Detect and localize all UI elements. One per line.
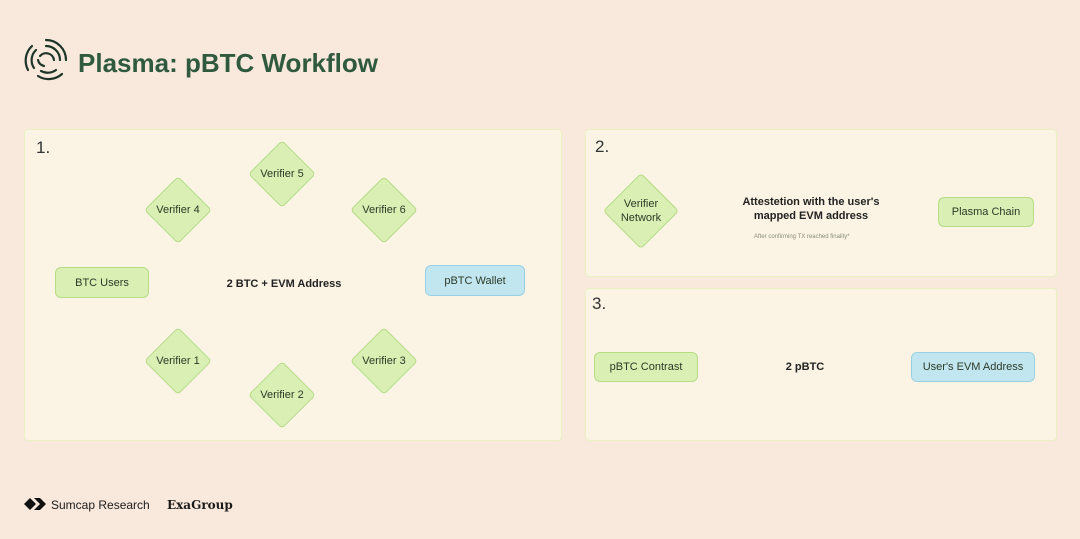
pbtc-contract-node: pBTC Contrast (594, 352, 698, 382)
verifier-network-node: Verifier Network (602, 172, 680, 250)
verifier-1-node: Verifier 1 (142, 325, 214, 397)
verifier-3-label: Verifier 3 (362, 355, 406, 367)
btc-users-node: BTC Users (55, 267, 149, 298)
plasma-chain-node: Plasma Chain (938, 197, 1034, 227)
step-1-number: 1. (36, 138, 51, 157)
verifier-4-node: Verifier 4 (142, 174, 214, 246)
step-3-number: 3. (592, 294, 607, 313)
verifier-1-label: Verifier 1 (156, 355, 200, 367)
user-evm-address-node: User's EVM Address (911, 352, 1035, 382)
verifier-6-node: Verifier 6 (348, 174, 420, 246)
step-2-number: 2. (595, 137, 610, 156)
center-transfer-label: 2 BTC + EVM Address (226, 278, 342, 290)
verifier-3-node: Verifier 3 (348, 325, 420, 397)
verifier-2-node: Verifier 2 (246, 359, 318, 431)
amount-label: 2 pBTC (785, 361, 825, 373)
attestation-label: Attestetion with the user's mapped EVM a… (742, 196, 880, 222)
pbtc-wallet-node: pBTC Wallet (425, 265, 525, 296)
page-title: Plasma: pBTC Workflow (78, 48, 379, 78)
exagroup-brand: ExaGroup (167, 498, 233, 512)
verifier-network-label: Verifier Network (620, 198, 662, 224)
sumcap-logo-icon (24, 498, 46, 510)
sumcap-brand: Sumcap Research (51, 498, 150, 512)
finality-note: After confirming TX reached finality* (754, 234, 850, 240)
verifier-2-label: Verifier 2 (260, 389, 304, 401)
plasma-logo-icon (24, 38, 68, 81)
verifier-6-label: Verifier 6 (362, 204, 406, 216)
verifier-4-label: Verifier 4 (156, 204, 200, 216)
verifier-5-label: Verifier 5 (260, 168, 304, 180)
verifier-5-node: Verifier 5 (246, 138, 318, 210)
